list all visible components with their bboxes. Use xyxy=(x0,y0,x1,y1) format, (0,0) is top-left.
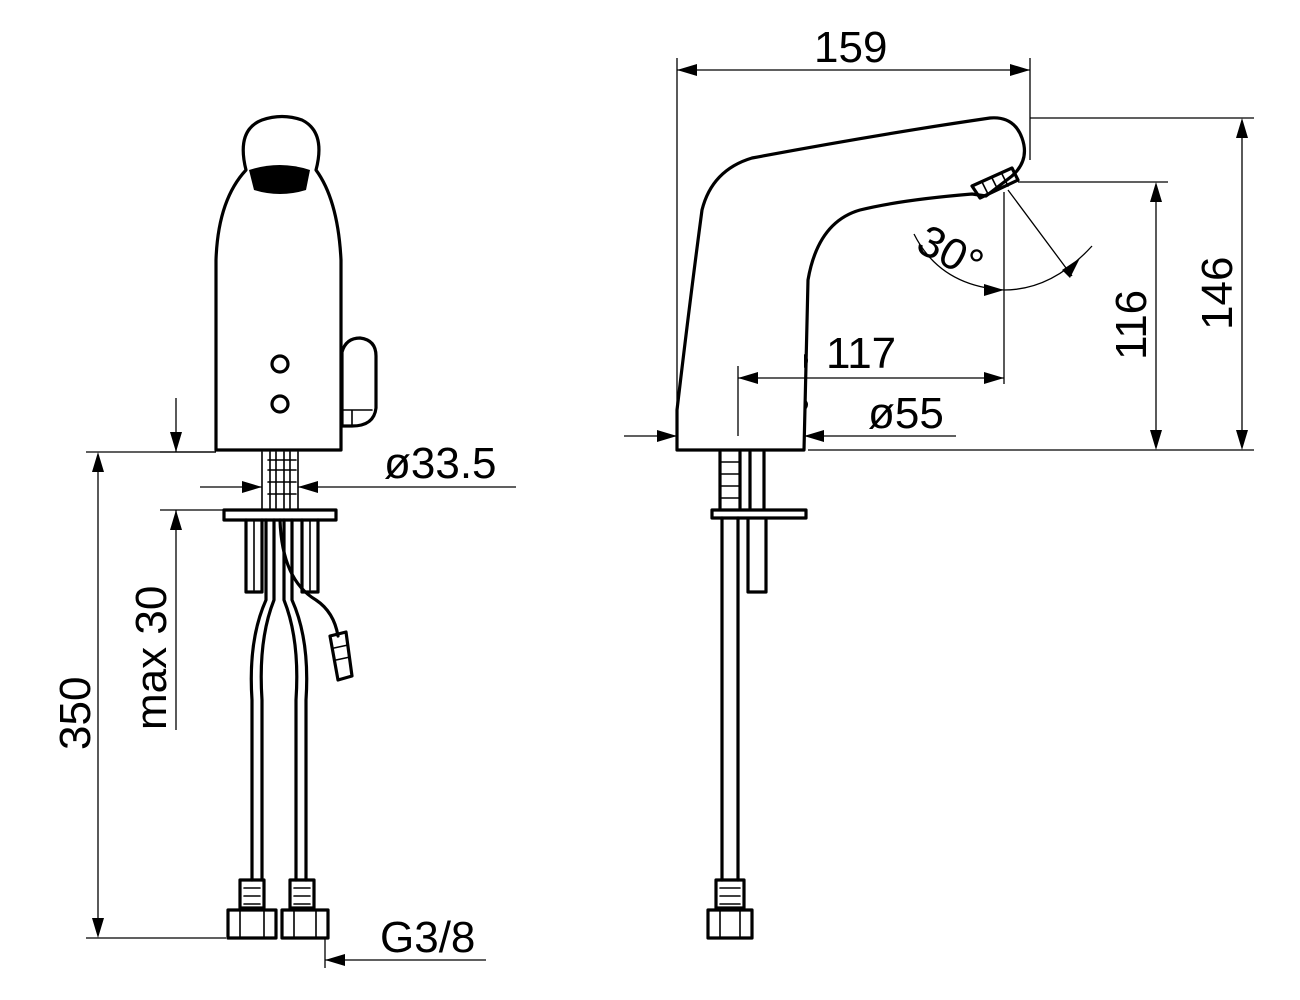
dimension-reach: 117 xyxy=(737,192,1005,436)
dimension-base-diameter-label: ø55 xyxy=(868,389,944,438)
side-aerator xyxy=(970,166,1020,200)
dimension-height-outlet: 116 xyxy=(1018,181,1168,450)
side-view xyxy=(675,116,1026,940)
front-mounting-plate xyxy=(222,508,338,522)
dimension-length-total-label: 159 xyxy=(814,23,887,72)
dimension-hose-length-label: 350 xyxy=(51,677,100,750)
side-hose xyxy=(720,516,740,882)
sensor-window-upper xyxy=(270,354,290,374)
side-connection-nut xyxy=(706,878,754,940)
dimension-base-diameter: ø55 xyxy=(624,389,956,442)
front-sensor-cable xyxy=(278,518,340,638)
side-shank xyxy=(718,450,742,510)
dimension-connection-thread: G3/8 xyxy=(324,913,486,968)
dimension-spray-angle-label: 30° xyxy=(909,216,991,291)
front-fixing-bolt-right xyxy=(300,518,320,594)
sensor-window-lower xyxy=(270,394,290,414)
dimension-shank-diameter: ø33.5 xyxy=(200,439,516,493)
front-fixing-bolt-left xyxy=(244,518,264,594)
front-side-lever xyxy=(340,336,378,428)
dimension-shank-diameter-label: ø33.5 xyxy=(384,439,497,488)
dimension-max-deck-thickness: max 30 xyxy=(127,398,224,730)
front-hose-right xyxy=(282,518,309,882)
front-view xyxy=(214,114,378,940)
front-shank xyxy=(261,451,299,511)
dimension-connection-thread-label: G3/8 xyxy=(380,913,475,962)
side-mounting-plate xyxy=(710,508,808,520)
dimension-length-total: 159 xyxy=(676,23,1031,404)
front-aerator xyxy=(249,165,310,194)
side-fixing-bolt xyxy=(746,450,768,594)
side-sensor-upper xyxy=(804,354,808,368)
front-connection-nut-left xyxy=(226,878,278,940)
dimension-hose-length: 350 xyxy=(51,451,226,939)
dimension-reach-label: 117 xyxy=(826,329,896,378)
dimension-height-total: 146 xyxy=(808,117,1254,451)
dimension-max-deck-thickness-label: max 30 xyxy=(127,586,176,730)
front-connection-nut-right xyxy=(280,878,330,940)
front-cable-plug xyxy=(328,630,354,682)
side-sensor-lower xyxy=(804,398,808,412)
front-hose-left xyxy=(249,518,276,882)
front-body-outline xyxy=(214,114,343,452)
dimension-height-outlet-label: 116 xyxy=(1107,290,1156,360)
dimension-height-total-label: 146 xyxy=(1193,257,1242,330)
dimension-spray-angle: 30° xyxy=(909,189,1093,296)
side-body-outline xyxy=(675,116,1026,452)
